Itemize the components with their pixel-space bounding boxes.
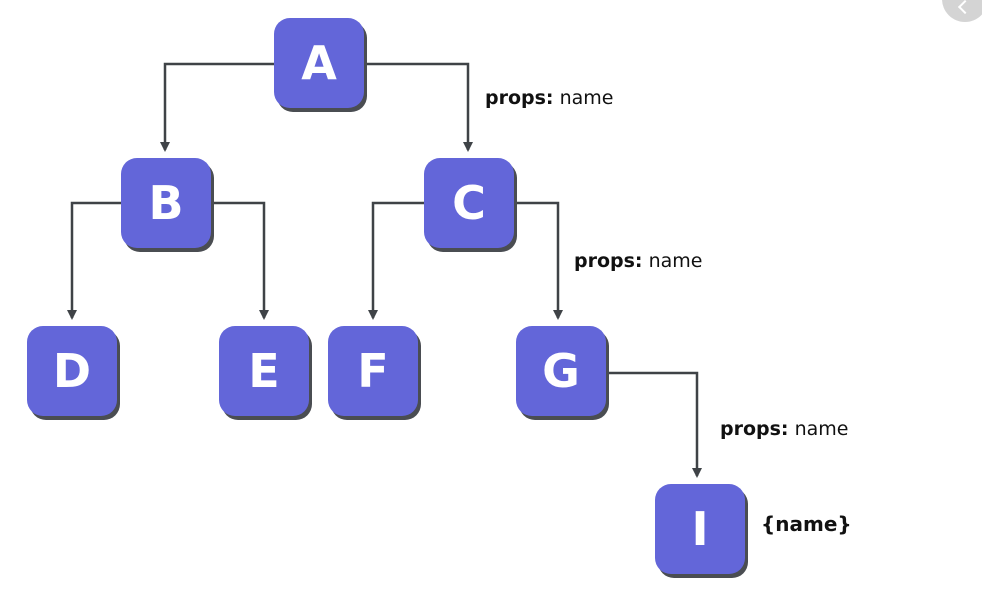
node-f: F xyxy=(328,326,418,416)
edge-b-e xyxy=(211,201,269,320)
props-value: name xyxy=(788,418,849,440)
node-c: C xyxy=(424,158,514,248)
props-key: props: xyxy=(485,87,554,109)
node-e: E xyxy=(219,326,309,416)
props-value: name xyxy=(642,250,703,272)
node-g: G xyxy=(516,326,606,416)
node-d: D xyxy=(27,326,117,416)
props-key: props: xyxy=(720,418,789,440)
chevron-left-icon[interactable] xyxy=(942,0,982,22)
edge-c-f xyxy=(368,201,424,320)
node-b: B xyxy=(121,158,211,248)
name-usage-label: {name} xyxy=(761,512,852,536)
props-label-g-i: props: name xyxy=(720,418,848,440)
props-key: props: xyxy=(574,250,643,272)
edge-a-c xyxy=(364,62,473,152)
edge-a-b xyxy=(160,62,274,152)
node-a: A xyxy=(274,18,364,108)
props-label-a-c: props: name xyxy=(485,87,613,109)
edge-g-i xyxy=(606,371,702,478)
chevron-glyph xyxy=(957,0,973,15)
props-value: name xyxy=(553,87,614,109)
edge-c-g xyxy=(514,201,563,320)
props-label-c-g: props: name xyxy=(574,250,702,272)
node-i: I xyxy=(655,484,745,574)
edge-b-d xyxy=(67,201,121,320)
